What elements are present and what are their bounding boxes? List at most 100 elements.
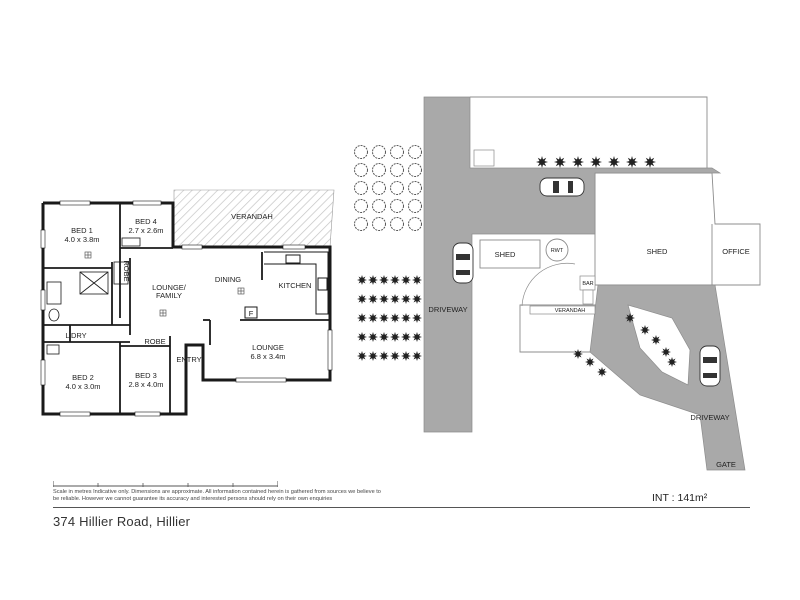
office-label: OFFICE bbox=[722, 247, 750, 256]
tree-icon bbox=[372, 199, 386, 213]
dining-label: DINING bbox=[215, 275, 241, 284]
bar-counter bbox=[582, 289, 594, 305]
bed4-label: BED 4 bbox=[135, 217, 157, 226]
sink bbox=[285, 254, 301, 264]
rain-water-tank bbox=[545, 238, 569, 262]
plant-icon bbox=[412, 332, 422, 342]
plant-icon bbox=[401, 332, 411, 342]
cooktop bbox=[317, 277, 328, 291]
tree-icon bbox=[408, 163, 422, 177]
verandah-small-label: VERANDAH bbox=[555, 308, 586, 314]
office-outline bbox=[594, 172, 761, 286]
plant-icon bbox=[357, 332, 367, 342]
driveway-right bbox=[589, 284, 746, 471]
plant-icon bbox=[554, 156, 566, 168]
plant-icon bbox=[651, 335, 661, 345]
tree-icon bbox=[390, 199, 404, 213]
plant-icon bbox=[368, 313, 378, 323]
laundry-tub bbox=[46, 344, 60, 355]
plant-icon bbox=[401, 313, 411, 323]
plant-icon bbox=[585, 357, 595, 367]
verandah-strip bbox=[529, 305, 596, 315]
lawn-island bbox=[627, 304, 691, 386]
plant-icon bbox=[357, 294, 367, 304]
plant-icon bbox=[390, 351, 400, 361]
fridge-box bbox=[244, 306, 258, 319]
plant-icon bbox=[390, 332, 400, 342]
driveway-left-label: DRIVEWAY bbox=[428, 305, 467, 314]
tree-icon bbox=[408, 217, 422, 231]
driveway-right-label: DRIVEWAY bbox=[690, 413, 729, 422]
driveway-left bbox=[423, 96, 722, 433]
plant-icon bbox=[390, 294, 400, 304]
robe-space bbox=[113, 261, 129, 285]
tree-icon bbox=[390, 181, 404, 195]
footer-divider bbox=[53, 507, 750, 508]
bed3-dims: 2.8 x 4.0m bbox=[128, 380, 163, 389]
tree-icon bbox=[408, 199, 422, 213]
tree-icon bbox=[354, 163, 368, 177]
plant-icon bbox=[412, 313, 422, 323]
lounge-label: LOUNGE bbox=[252, 343, 284, 352]
plant-icon bbox=[357, 275, 367, 285]
site-plan: DRIVEWAY SHED RWT SHED OFFICE BAR VERAND… bbox=[354, 96, 761, 471]
plant-icon bbox=[590, 156, 602, 168]
tree-icon bbox=[390, 163, 404, 177]
tree-icon bbox=[354, 217, 368, 231]
plant-icon bbox=[401, 275, 411, 285]
bed1-label: BED 1 bbox=[71, 226, 93, 235]
plant-icon bbox=[401, 294, 411, 304]
plant-icon bbox=[368, 332, 378, 342]
rwt-label: RWT bbox=[551, 248, 564, 254]
tree-icon bbox=[354, 145, 368, 159]
tree-icon bbox=[372, 145, 386, 159]
plant-icon bbox=[661, 347, 671, 357]
tree-icon bbox=[390, 145, 404, 159]
plant-icon bbox=[368, 351, 378, 361]
plant-icon bbox=[379, 294, 389, 304]
plant-icon bbox=[390, 313, 400, 323]
plant-icon bbox=[667, 357, 677, 367]
bed1-dims: 4.0 x 3.8m bbox=[64, 235, 99, 244]
kitchen-bench bbox=[264, 251, 329, 315]
tree-icon bbox=[372, 163, 386, 177]
plant-icon bbox=[625, 313, 635, 323]
plant-icon bbox=[390, 275, 400, 285]
star-plant-rows bbox=[357, 156, 677, 377]
plant-icon bbox=[379, 313, 389, 323]
bar-label: BAR bbox=[582, 281, 593, 287]
arched-verandah bbox=[521, 262, 576, 307]
plant-icon bbox=[368, 275, 378, 285]
plant-icon bbox=[368, 294, 378, 304]
bed2-label: BED 2 bbox=[72, 373, 94, 382]
large-shed-label: SHED bbox=[647, 247, 668, 256]
round-tree-grid bbox=[354, 145, 422, 231]
internal-area: INT : 141m² bbox=[652, 492, 708, 504]
scale-bar bbox=[53, 481, 278, 487]
laundry-label: L'DRY bbox=[65, 331, 86, 340]
car-icon bbox=[699, 345, 721, 387]
disclaimer-text: Scale in metres Indicative only. Dimensi… bbox=[53, 489, 381, 502]
plant-icon bbox=[357, 313, 367, 323]
property-address: 374 Hillier Road, Hillier bbox=[53, 514, 191, 529]
tree-icon bbox=[372, 181, 386, 195]
interior-walls bbox=[43, 203, 330, 414]
small-shed-label: SHED bbox=[495, 250, 516, 259]
lounge-family-label-1: LOUNGE/ bbox=[152, 283, 187, 292]
plant-icon bbox=[536, 156, 548, 168]
kitchen-label: KITCHEN bbox=[279, 281, 312, 290]
plant-icon bbox=[626, 156, 638, 168]
lounge-dims: 6.8 x 3.4m bbox=[250, 352, 285, 361]
plant-icon bbox=[597, 367, 607, 377]
tree-icon bbox=[390, 217, 404, 231]
plant-icon bbox=[412, 294, 422, 304]
tree-icon bbox=[372, 217, 386, 231]
bed3-label: BED 3 bbox=[135, 371, 157, 380]
entry-label: ENTRY bbox=[176, 355, 201, 364]
tree-icon bbox=[408, 181, 422, 195]
tree-icon bbox=[354, 199, 368, 213]
vanity bbox=[46, 281, 62, 305]
plant-icon bbox=[379, 351, 389, 361]
plant-icon bbox=[412, 351, 422, 361]
